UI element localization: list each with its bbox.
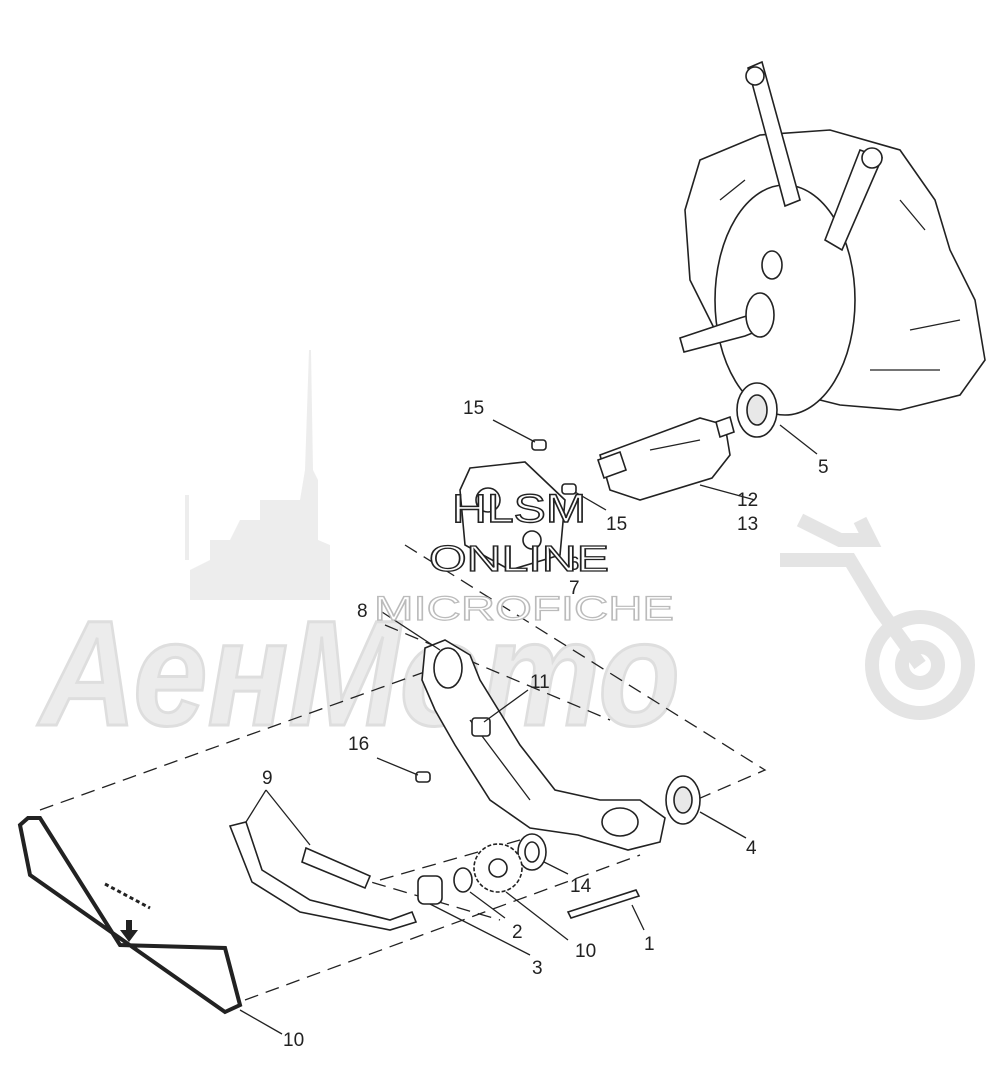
callout-3: 3 — [532, 958, 543, 979]
cathedral-tower — [185, 495, 189, 560]
flywheel-hub — [761, 250, 783, 280]
part-10-chain — [17, 816, 243, 1015]
part-15-pin-b — [561, 483, 577, 495]
part-6-cover — [459, 461, 566, 571]
part-2-washer — [453, 867, 473, 893]
part-16-pin — [415, 771, 431, 783]
rod-eye-1 — [745, 66, 765, 86]
hlsm-line-3: MICROFICHE — [374, 590, 674, 628]
callout-7: 7 — [569, 578, 580, 599]
callout-12: 14 — [570, 876, 592, 897]
part-1-bolt — [566, 889, 641, 919]
hlsm-line-1: HLSM — [452, 487, 586, 531]
part-15-pin-a — [531, 439, 547, 451]
part-12-spacer — [517, 833, 547, 871]
callout-5: 5 — [818, 457, 829, 478]
leader-lines — [239, 419, 818, 1035]
part-11-adjuster — [471, 717, 491, 737]
part-3-nut — [417, 875, 443, 905]
callout-8: 8 — [357, 601, 368, 622]
callout-10-chain: 10 — [283, 1030, 304, 1051]
callout-11: 11 — [530, 672, 550, 693]
connecting-rod-1 — [747, 60, 801, 208]
part-9-guides — [228, 821, 418, 931]
callout-9: 9 — [262, 768, 273, 789]
hlsm-watermark: HLSM ONLINE MICROFICHE — [373, 486, 674, 628]
direction-arrow-icon — [120, 920, 138, 942]
watermark-layer: АенМото — [35, 350, 975, 759]
callout-1: 1 — [644, 934, 655, 955]
callout-15-top: 15 — [463, 398, 484, 419]
callout-14: 13 — [737, 514, 758, 535]
rod-eye-2 — [861, 147, 883, 169]
part-13-pump — [596, 415, 735, 501]
cathedral-silhouette — [190, 350, 330, 600]
crankcase-assembly — [679, 60, 986, 416]
callout-4: 4 — [746, 838, 757, 859]
callout-6: 6 — [569, 554, 580, 575]
crank-sprocket — [745, 292, 775, 338]
part-10-sprocket — [473, 843, 523, 893]
motorcycle-silhouette — [780, 513, 975, 720]
callout-15-mid: 15 — [606, 514, 627, 535]
callout-16: 16 — [348, 734, 369, 755]
callout-10-sprocket: 10 — [575, 941, 596, 962]
callout-13: 12 — [737, 490, 758, 511]
part-4-bearing — [665, 775, 701, 825]
callout-labels: 15 5 12 13 15 6 7 8 11 16 9 4 14 2 1 10 … — [262, 398, 829, 1051]
part-8-housing — [421, 639, 666, 851]
callout-2: 2 — [512, 922, 523, 943]
hlsm-line-2: ONLINE — [429, 538, 609, 579]
watermark-brand-text: АенМото — [36, 589, 680, 757]
part-5-bearing — [736, 382, 778, 438]
